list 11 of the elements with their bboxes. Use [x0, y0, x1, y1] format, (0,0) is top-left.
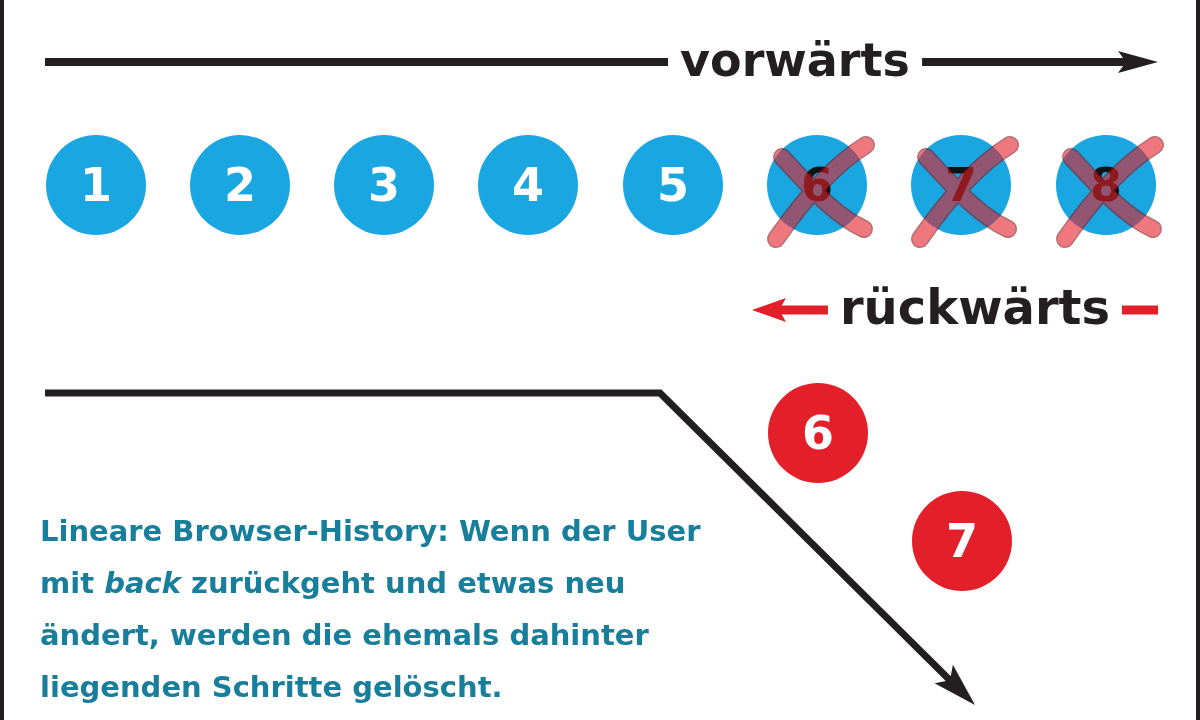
- step-circle: 2: [190, 135, 290, 235]
- step-circle: 3: [334, 135, 434, 235]
- caption-text: Lineare Browser-History: Wenn der User mit back zurückgeht und etwas neu ändert, werden die ehemals dahinter liegenden Schritte gelöscht.: [40, 513, 702, 706]
- step-circle: 5: [623, 135, 723, 235]
- step-circle: 4: [478, 135, 578, 235]
- step-circle: 7: [912, 491, 1012, 591]
- step-circle: 7: [911, 135, 1011, 235]
- step-circle: 6: [768, 383, 868, 483]
- step-circle: 6: [767, 135, 867, 235]
- step-circle: 8: [1056, 135, 1156, 235]
- step-circle: 1: [46, 135, 146, 235]
